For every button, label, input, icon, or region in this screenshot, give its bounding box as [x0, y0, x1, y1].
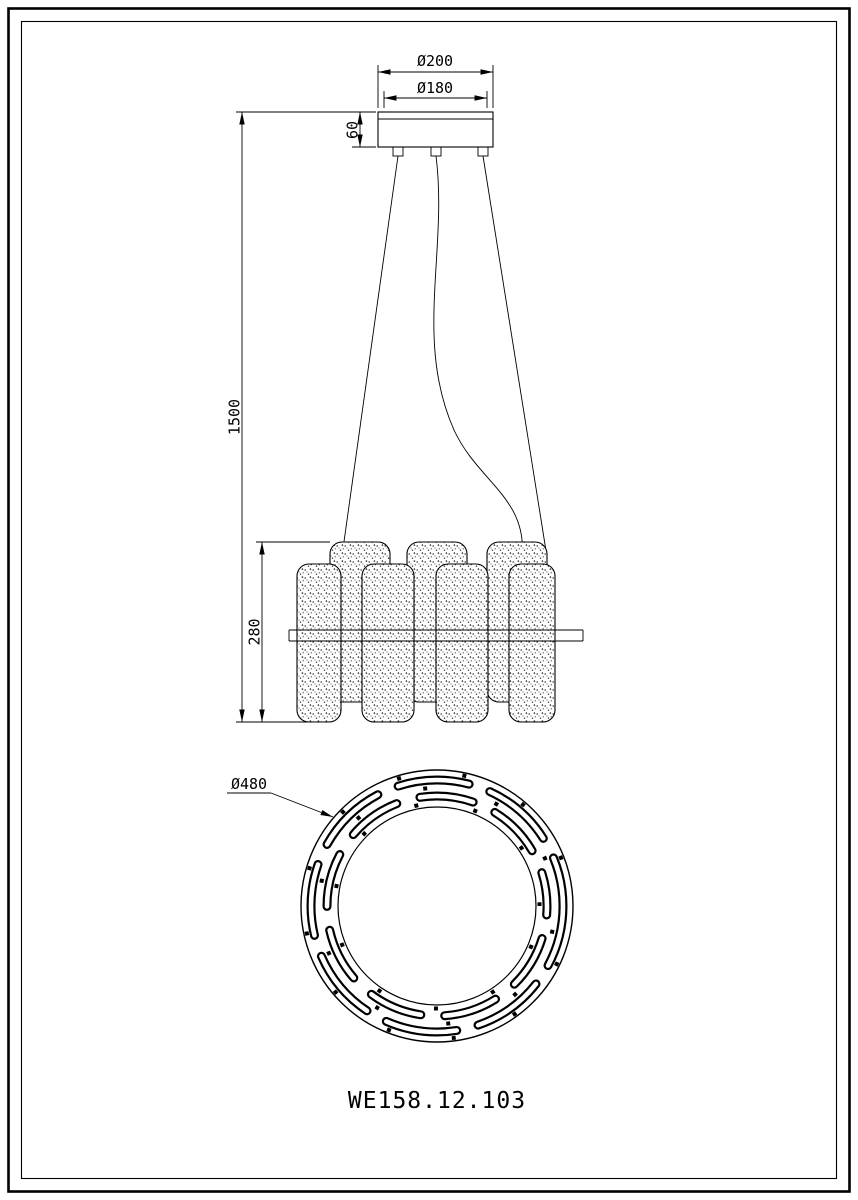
right-suspension-wire	[482, 155, 548, 558]
slot-row-outer-hollow	[308, 777, 566, 1035]
lamp-bottom-view	[300, 769, 574, 1043]
dim-label-body-height: 280	[246, 618, 264, 645]
crystal-panel-front	[508, 563, 556, 723]
dim-label-suspension-length: 1500	[226, 399, 244, 435]
canopy-right-hanger	[477, 146, 489, 157]
dim-body-diameter: Ø480	[227, 775, 334, 818]
slot-row-inner-hollow	[324, 793, 550, 1019]
dim-label-canopy-mount: Ø180	[417, 79, 453, 97]
crystal-panel-front	[361, 563, 415, 723]
lamp-body-side-view	[288, 541, 584, 723]
model-number: WE158.12.103	[348, 1088, 526, 1114]
dim-canopy-height: 60	[344, 112, 376, 148]
power-cable	[433, 155, 523, 559]
canopy-left-hanger	[392, 146, 404, 157]
crystal-panel-front	[296, 563, 342, 723]
dim-label-canopy-height: 60	[344, 121, 362, 139]
leader-line	[270, 792, 334, 818]
dim-canopy-mount-diameter: Ø180	[383, 79, 488, 108]
crystal-panel-front	[435, 563, 489, 723]
inner-border-frame	[20, 20, 838, 1180]
dim-body-height: 280	[246, 541, 330, 722]
left-suspension-wire	[341, 155, 399, 557]
canopy-cable-gland	[430, 146, 442, 157]
dim-label-body-diameter: Ø480	[231, 775, 267, 793]
ring-inner-circle	[337, 806, 537, 1006]
dim-suspension-length: 1500	[226, 111, 376, 723]
dim-canopy-outer-diameter: Ø200	[377, 52, 494, 108]
clip-squares-inner	[332, 801, 542, 1011]
ceiling-canopy	[377, 111, 494, 157]
dim-label-canopy-outer: Ø200	[417, 52, 453, 70]
suspension-wires	[341, 155, 548, 559]
